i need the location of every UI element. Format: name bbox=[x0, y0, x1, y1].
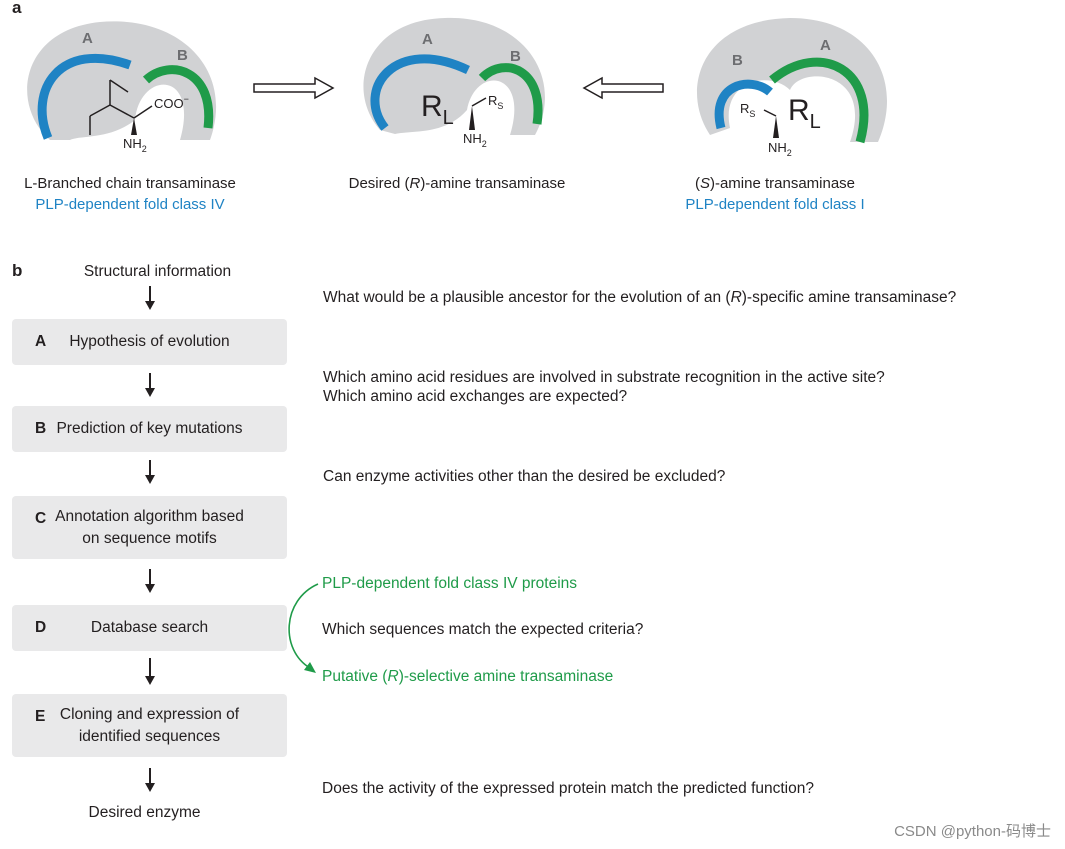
arrow-down-icon bbox=[145, 658, 155, 685]
question-residues: Which amino acid residues are involved i… bbox=[323, 368, 885, 406]
enzyme-3-site-b bbox=[714, 79, 773, 130]
step-e-text-line1: Cloning and expression of bbox=[59, 705, 240, 723]
enzyme-2-site-a bbox=[370, 54, 470, 131]
enzyme-3-caption-line1: (S)-amine transaminase bbox=[694, 175, 856, 192]
enzyme-3-large-group: RL bbox=[788, 94, 821, 133]
enzyme-3-site-a bbox=[769, 57, 869, 144]
enzyme-1-wedge-bond bbox=[131, 118, 137, 135]
step-b-box: B Prediction of key mutations bbox=[12, 406, 287, 452]
question-activity: Does the activity of the expressed prote… bbox=[322, 780, 814, 797]
enzyme-1-caption-line1: L-Branched chain transaminase bbox=[24, 175, 236, 192]
enzyme-2-amine: NH2 bbox=[463, 131, 487, 149]
step-c-text-line1: Annotation algorithm based bbox=[55, 507, 244, 525]
enzyme-1-pocket-shape bbox=[27, 21, 217, 140]
arrow-down-icon bbox=[145, 569, 155, 593]
enzyme-3-amine: NH2 bbox=[768, 140, 792, 158]
step-a-box: A Hypothesis of evolution bbox=[12, 319, 287, 365]
arrow-down-icon bbox=[145, 768, 155, 792]
enzyme-2-pocket-shape bbox=[363, 17, 545, 136]
watermark: CSDN @python-码博士 bbox=[894, 823, 1051, 840]
enzyme-2-caption: Desired (R)-amine transaminase bbox=[348, 175, 566, 192]
enzyme-3-pocket-shape bbox=[696, 18, 888, 142]
arrow-down-icon bbox=[145, 286, 155, 310]
step-c-letter: C bbox=[35, 510, 47, 527]
step-d-box: D Database search bbox=[12, 605, 287, 651]
enzyme-1-site-a-label: A bbox=[82, 30, 93, 47]
arrow-right-icon bbox=[253, 76, 335, 100]
arrow-left-icon bbox=[582, 76, 664, 100]
enzyme-3-caption-line2: PLP-dependent fold class I bbox=[685, 196, 865, 213]
curved-arrow-icon bbox=[288, 583, 319, 673]
step-e-text-line2: identified sequences bbox=[78, 727, 221, 745]
arrow-down-icon bbox=[145, 460, 155, 484]
search-output-label: Putative (R)-selective amine transaminas… bbox=[322, 668, 614, 685]
enzyme-1-site-b bbox=[142, 65, 214, 129]
enzyme-1-amine: NH2 bbox=[123, 136, 147, 154]
enzyme-1-site-b-label: B bbox=[177, 47, 188, 64]
step-c-box: C Annotation algorithm based on sequence… bbox=[12, 496, 287, 559]
step-a-letter: A bbox=[35, 333, 47, 350]
question-criteria: Which sequences match the expected crite… bbox=[322, 621, 644, 638]
panel-b-label: b bbox=[12, 261, 23, 280]
question-exclude: Can enzyme activities other than the des… bbox=[323, 468, 726, 485]
enzyme-3-pocket-diagram: B A RS RL NH2 bbox=[696, 18, 888, 158]
question-residues-line1: Which amino acid residues are involved i… bbox=[323, 369, 885, 386]
enzyme-1-pocket-diagram: A B COO− NH2 bbox=[27, 21, 217, 154]
step-e-box: E Cloning and expression of identified s… bbox=[12, 694, 287, 757]
step-e-letter: E bbox=[35, 708, 46, 725]
enzyme-1-caption: L-Branched chain transaminase PLP-depend… bbox=[15, 173, 245, 215]
flow-start: Structural information bbox=[83, 263, 232, 280]
enzyme-3-caption: (S)-amine transaminase PLP-dependent fol… bbox=[660, 173, 890, 215]
flow-end: Desired enzyme bbox=[88, 804, 201, 821]
step-c-text-line2: on sequence motifs bbox=[82, 529, 217, 547]
question-residues-line2: Which amino acid exchanges are expected? bbox=[323, 388, 628, 405]
enzyme-1-site-a bbox=[37, 54, 132, 140]
enzyme-2-small-group: RS bbox=[488, 93, 503, 111]
step-d-text: Database search bbox=[90, 619, 209, 636]
panel-a-label: a bbox=[12, 0, 22, 17]
enzyme-3-site-b-label: B bbox=[732, 52, 743, 69]
step-b-letter: B bbox=[35, 420, 47, 437]
enzyme-2-pocket-diagram: A B RL RS NH2 bbox=[363, 17, 545, 149]
enzyme-1-carboxylate: COO− bbox=[154, 94, 189, 111]
step-a-text: Hypothesis of evolution bbox=[69, 333, 230, 350]
enzyme-2-wedge-bond bbox=[469, 106, 475, 130]
enzyme-1-molecule bbox=[89, 79, 153, 135]
enzyme-2-site-b bbox=[478, 63, 543, 125]
arrow-down-icon bbox=[145, 373, 155, 397]
enzyme-2-large-group: RL bbox=[421, 90, 454, 129]
search-input-label: PLP-dependent fold class IV proteins bbox=[322, 575, 578, 592]
step-d-letter: D bbox=[35, 619, 47, 636]
enzyme-3-site-a-label: A bbox=[820, 37, 831, 54]
enzyme-2-site-b-label: B bbox=[510, 48, 521, 65]
enzyme-3-wedge-bond bbox=[773, 116, 779, 138]
step-b-text: Prediction of key mutations bbox=[56, 420, 243, 437]
enzyme-1-caption-line2: PLP-dependent fold class IV bbox=[35, 196, 225, 213]
question-ancestor: What would be a plausible ancestor for t… bbox=[323, 289, 957, 306]
enzyme-2-site-a-label: A bbox=[422, 31, 433, 48]
enzyme-3-small-group: RS bbox=[740, 101, 755, 119]
